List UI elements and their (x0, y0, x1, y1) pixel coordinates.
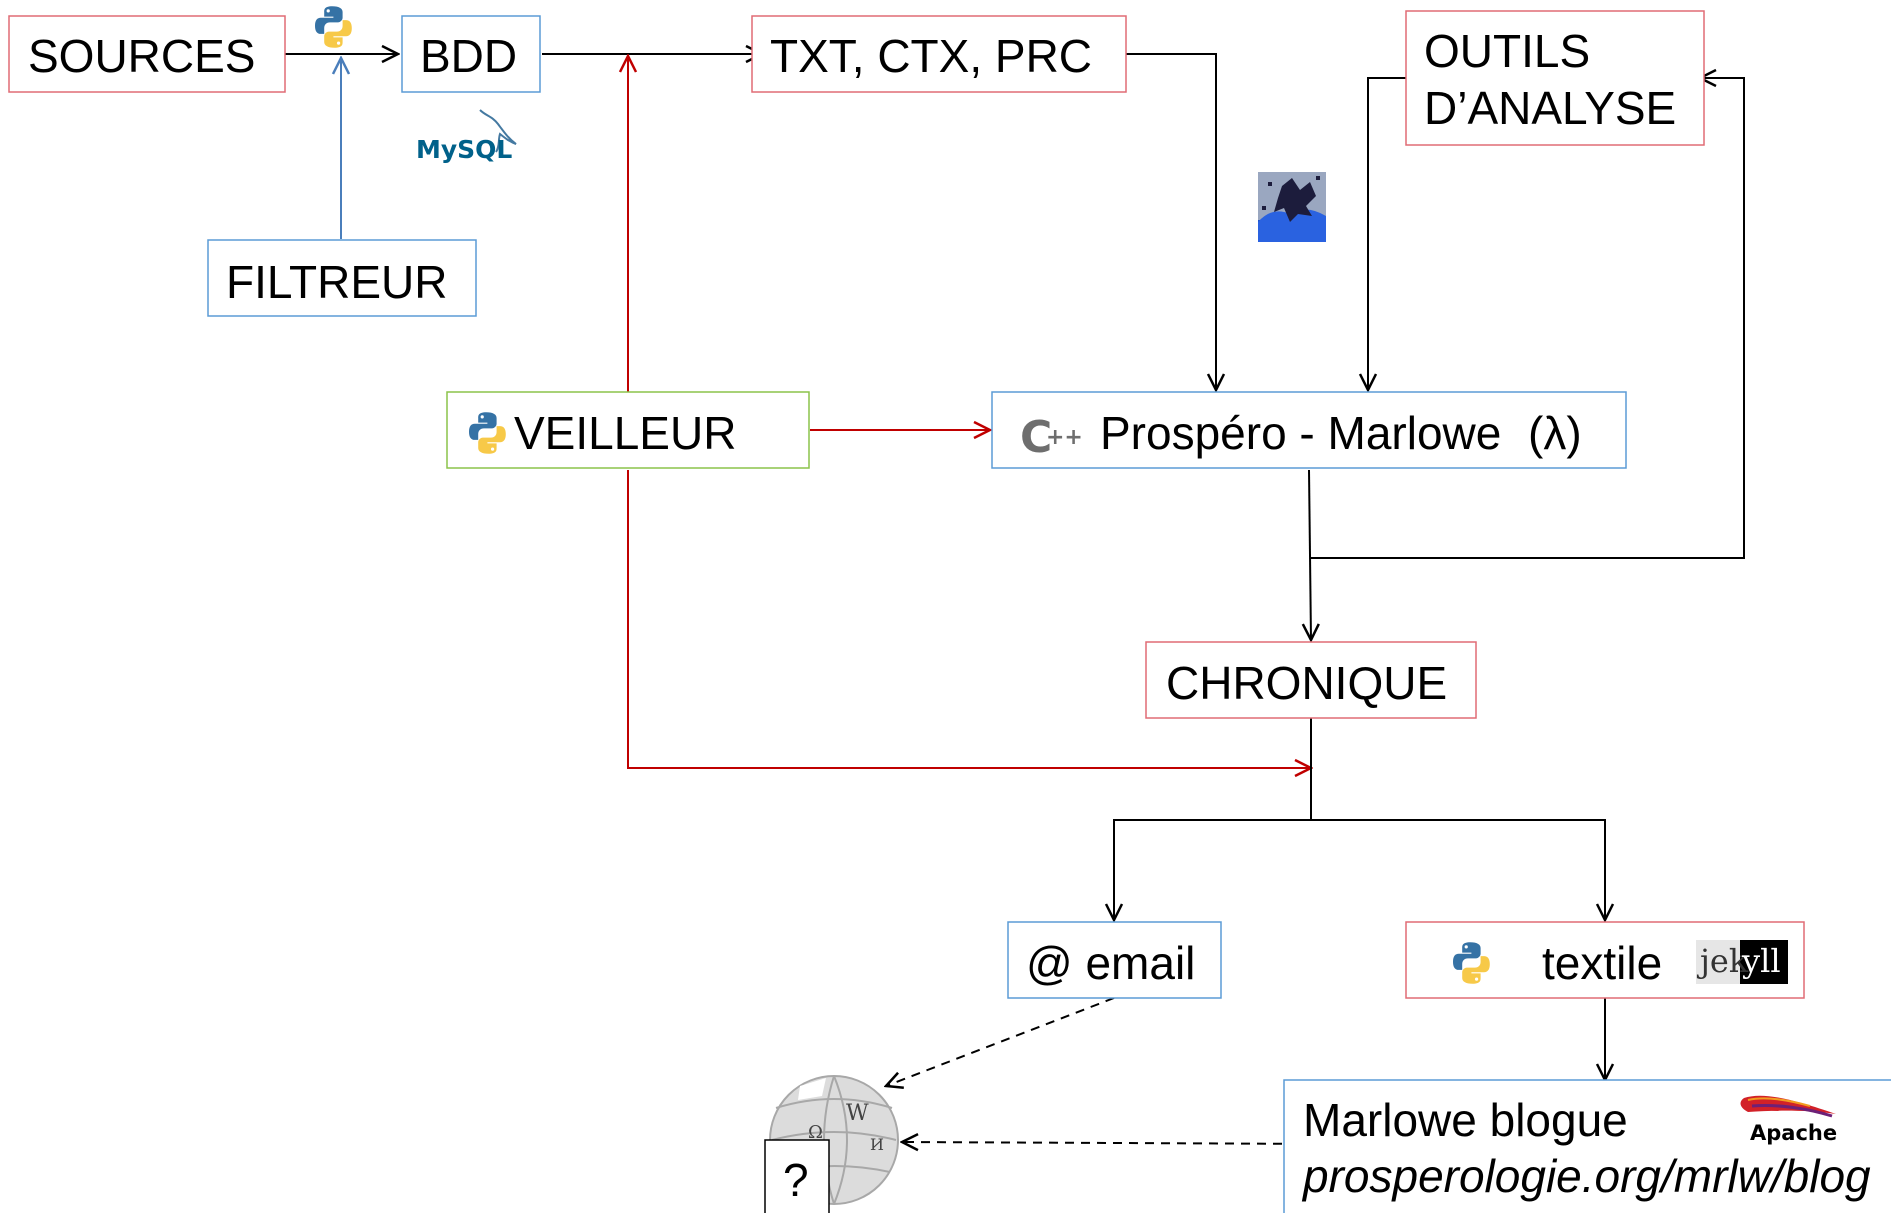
arrow-blog-to-wikipedia (902, 1142, 1331, 1144)
node-bdd-label: BDD (420, 30, 517, 82)
cpp-logo-plus: ++ (1046, 425, 1083, 450)
node-blog-line1: Marlowe blogue (1303, 1094, 1628, 1146)
jekyll-logo-text-light: jek (1696, 942, 1749, 980)
node-outils-analyse: OUTILS D’ANALYSE (1405, 10, 1705, 146)
node-veilleur: VEILLEUR (446, 391, 810, 469)
python-logo-textile-icon (1453, 942, 1490, 984)
node-blog-line2: prosperologie.org/mrlw/blog (1301, 1150, 1871, 1202)
jekyll-logo-text-dark: yll (1741, 942, 1781, 980)
arrow-veilleur-to-chronique-output (627, 470, 1311, 768)
node-filtreur: FILTREUR (207, 239, 477, 317)
apache-logo-text: Apache (1750, 1121, 1837, 1145)
node-textile-label: textile (1542, 937, 1662, 989)
node-question: ? (764, 1139, 830, 1213)
node-filtreur-label: FILTREUR (226, 256, 448, 308)
node-email: @ email (1007, 921, 1222, 999)
node-prospero-label: Prospéro - Marlowe (1100, 407, 1501, 459)
node-outils-line2: D’ANALYSE (1424, 82, 1676, 134)
node-chronique: CHRONIQUE (1145, 641, 1477, 719)
wikipedia-glyph-i: И (870, 1135, 884, 1154)
mysql-logo-icon: MySQL (416, 109, 517, 164)
node-bdd: BDD (401, 15, 541, 93)
mysql-logo-text: MySQL (416, 135, 512, 164)
node-sources-label: SOURCES (28, 30, 255, 82)
prospero-logo-icon (1258, 172, 1326, 242)
node-txt-ctx-prc: TXT, CTX, PRC (751, 15, 1127, 93)
node-prospero-marlowe: Prospéro - Marlowe (λ) (991, 391, 1627, 469)
node-txt-ctx-prc-label: TXT, CTX, PRC (770, 30, 1092, 82)
cpp-logo-c: C (1020, 412, 1052, 463)
arrow-prospero-to-outils (1310, 78, 1745, 559)
node-chronique-label: CHRONIQUE (1166, 657, 1447, 709)
arrow-chronique-to-email (1114, 819, 1311, 920)
node-veilleur-label: VEILLEUR (514, 407, 736, 459)
node-email-label: @ email (1026, 937, 1195, 989)
node-outils-line1: OUTILS (1424, 25, 1590, 77)
arrow-outils-to-prospero (1368, 77, 1412, 390)
python-logo-icon (315, 6, 352, 48)
wikipedia-glyph-omega: Ω (808, 1122, 823, 1143)
node-question-label: ? (783, 1154, 809, 1206)
node-marlowe-blogue: Marlowe blogue prosperologie.org/mrlw/bl… (1283, 1079, 1891, 1213)
wikipedia-glyph-w: W (846, 1101, 869, 1126)
jekyll-logo-icon: jek yll (1696, 940, 1788, 984)
cpp-logo-icon: C ++ (1020, 412, 1083, 463)
arrow-txt-to-prospero (1116, 53, 1216, 390)
arrow-prospero-to-chronique (1309, 469, 1311, 640)
node-sources: SOURCES (8, 15, 286, 93)
arrow-email-to-wikipedia (886, 997, 1115, 1086)
node-prospero-lambda: (λ) (1528, 407, 1582, 459)
apache-logo-icon: Apache (1740, 1095, 1837, 1145)
python-logo-veilleur-icon (469, 412, 506, 454)
arrow-chronique-to-textile (1311, 819, 1605, 920)
